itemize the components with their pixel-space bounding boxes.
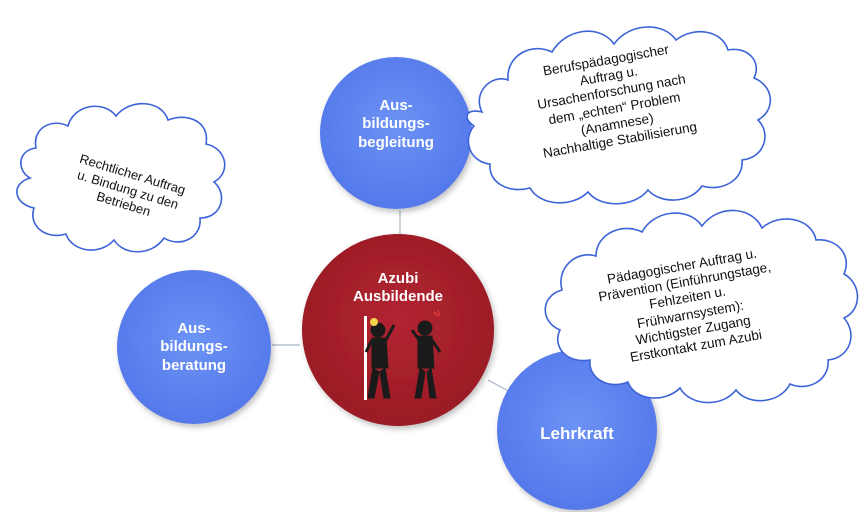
label-azubi-ausbildende: Azubi Ausbildende bbox=[352, 270, 443, 306]
label-ausbildungsberatung: Aus- bildungs- beratung bbox=[160, 320, 228, 374]
node-azubi-ausbildende[interactable] bbox=[302, 234, 494, 426]
node-ausbildungsberatung[interactable] bbox=[117, 270, 271, 424]
cloud-top bbox=[466, 26, 772, 205]
node-lehrkraft[interactable] bbox=[497, 350, 657, 510]
cloud-right bbox=[544, 209, 859, 404]
label-ausbildungsbegleitung: Aus- bildungs- begleitung bbox=[358, 97, 434, 151]
cloud-left bbox=[16, 102, 226, 253]
label-lehrkraft: Lehrkraft bbox=[540, 424, 614, 443]
node-ausbildungsbegleitung[interactable] bbox=[320, 57, 472, 209]
person-figures-illustration bbox=[364, 309, 442, 400]
